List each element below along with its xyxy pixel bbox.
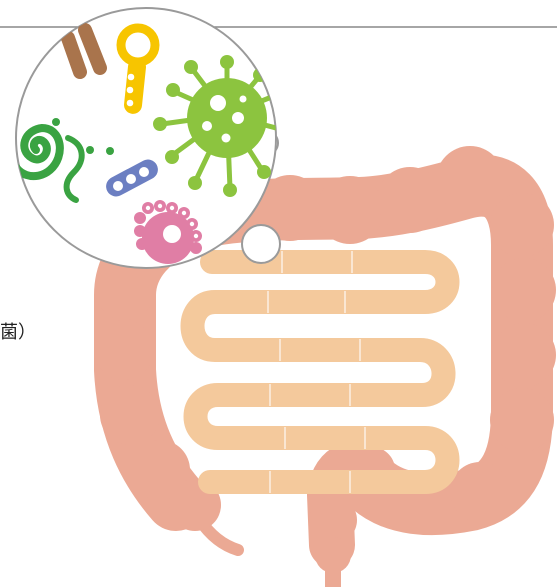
partial-caption: 菌） xyxy=(0,318,36,344)
small-intestine xyxy=(193,262,448,482)
dot-2 xyxy=(106,147,114,155)
small-bubble xyxy=(242,225,280,263)
dot-1 xyxy=(52,118,60,126)
dot-3 xyxy=(86,146,94,154)
